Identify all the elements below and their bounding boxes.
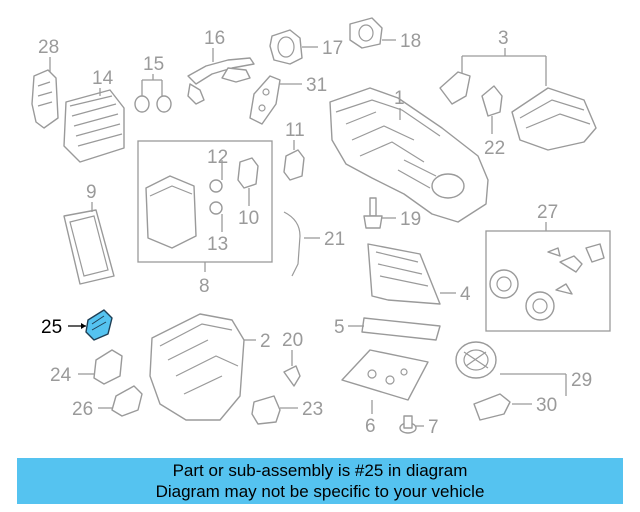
part-26	[98, 385, 143, 417]
part-11	[283, 140, 305, 181]
part-6	[341, 349, 429, 414]
callout-13[interactable]: 13	[207, 234, 228, 255]
part-29	[455, 341, 567, 421]
callout-5[interactable]: 5	[334, 317, 345, 338]
banner-line-2: Diagram may not be specific to your vehi…	[155, 482, 485, 501]
part-31	[249, 75, 302, 125]
callout-3[interactable]: 3	[498, 28, 509, 49]
callout-1[interactable]: 1	[394, 88, 405, 109]
part-28	[31, 57, 59, 129]
callout-4[interactable]: 4	[460, 284, 471, 305]
callout-31[interactable]: 31	[306, 75, 327, 96]
part-9	[63, 202, 115, 285]
part-16	[187, 48, 255, 105]
callout-16[interactable]: 16	[204, 28, 225, 49]
callout-15[interactable]: 15	[143, 54, 164, 75]
callout-9[interactable]: 9	[86, 182, 97, 203]
callout-26[interactable]: 26	[72, 399, 93, 420]
callout-25[interactable]: 25	[41, 317, 62, 338]
callout-2[interactable]: 2	[260, 331, 271, 352]
callout-27[interactable]: 27	[537, 202, 558, 223]
part-2	[149, 313, 256, 421]
callout-20[interactable]: 20	[282, 330, 303, 351]
part-20	[283, 350, 301, 387]
part-18	[349, 17, 396, 49]
part-22	[481, 85, 503, 134]
part-8-box	[137, 140, 273, 272]
info-banner: Part or sub-assembly is #25 in diagram D…	[17, 458, 623, 504]
callout-22[interactable]: 22	[484, 138, 505, 159]
part-7	[399, 415, 424, 434]
callout-23[interactable]: 23	[302, 399, 323, 420]
part-21	[283, 211, 320, 277]
callout-19[interactable]: 19	[400, 209, 421, 230]
part-19	[363, 197, 396, 229]
callout-28[interactable]: 28	[38, 37, 59, 58]
part-27-box	[485, 222, 611, 332]
part-15	[134, 74, 172, 113]
callout-12[interactable]: 12	[207, 147, 228, 168]
banner-line-1: Part or sub-assembly is #25 in diagram	[172, 461, 468, 480]
callout-14[interactable]: 14	[92, 68, 114, 89]
part-23	[251, 395, 298, 425]
part-17	[269, 29, 318, 65]
callout-10[interactable]: 10	[238, 208, 259, 229]
callout-21[interactable]: 21	[324, 229, 345, 250]
callout-24[interactable]: 24	[50, 365, 72, 386]
callout-6[interactable]: 6	[365, 416, 376, 437]
part-1	[329, 87, 489, 223]
callout-29[interactable]: 29	[571, 370, 592, 391]
part-14	[63, 88, 125, 163]
callout-18[interactable]: 18	[400, 31, 421, 52]
part-25	[68, 309, 113, 341]
callout-7[interactable]: 7	[428, 417, 439, 438]
part-4	[367, 243, 456, 305]
part-5	[348, 317, 441, 341]
callout-8[interactable]: 8	[199, 276, 210, 297]
callout-30[interactable]: 30	[536, 395, 557, 416]
part-3	[439, 48, 597, 151]
parts-diagram: 28 14 15 16 17 18	[31, 17, 611, 438]
callout-11[interactable]: 11	[285, 120, 305, 141]
callout-17[interactable]: 17	[322, 38, 343, 59]
part-24	[78, 349, 123, 385]
